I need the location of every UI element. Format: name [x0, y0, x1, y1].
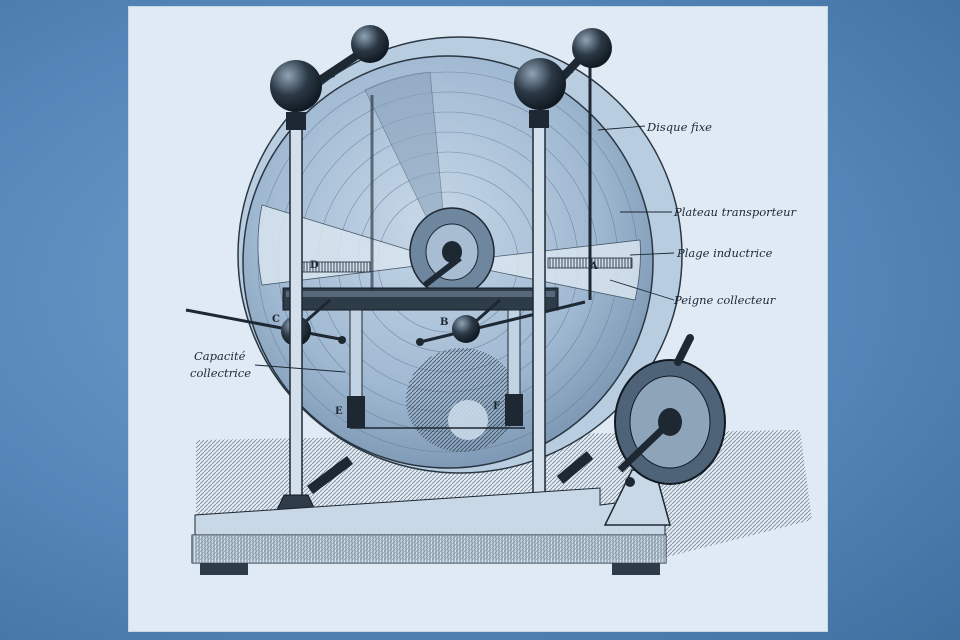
rear-ball-left [351, 25, 389, 63]
discharge-rod-right [419, 300, 586, 344]
label-plateau-transporteur: Plateau transporteur [673, 205, 798, 219]
drive-shaft [307, 456, 353, 494]
callout-lines [254, 125, 675, 373]
rear-ball-right [572, 28, 612, 68]
marker-e: E [335, 406, 343, 417]
lower-disc-patch [406, 348, 518, 452]
inductor-sector-top [364, 71, 449, 263]
label-disque-fixe: Disque fixe [646, 120, 712, 134]
base-front [191, 534, 667, 564]
label-peigne-collecteur: Peigne collecteur [673, 293, 777, 307]
marker-a: A [589, 261, 598, 272]
pillar-right [532, 124, 546, 501]
electrode-ball-b [452, 315, 480, 343]
label-capacite-line1: Capacité [194, 349, 246, 363]
front-ball-left [270, 60, 322, 112]
marker-d: D [310, 260, 319, 271]
marker-b: B [440, 317, 448, 328]
axle [423, 255, 462, 288]
crank-handle [674, 334, 694, 366]
pillar-left [289, 127, 303, 499]
marker-f: F [493, 401, 500, 412]
label-capacite-line2: collectrice [190, 366, 251, 380]
label-plage-inductrice: Plage inductrice [676, 246, 773, 260]
marker-c: C [272, 314, 280, 325]
discharge-rod-left [185, 308, 346, 342]
front-ball-right [514, 58, 566, 110]
